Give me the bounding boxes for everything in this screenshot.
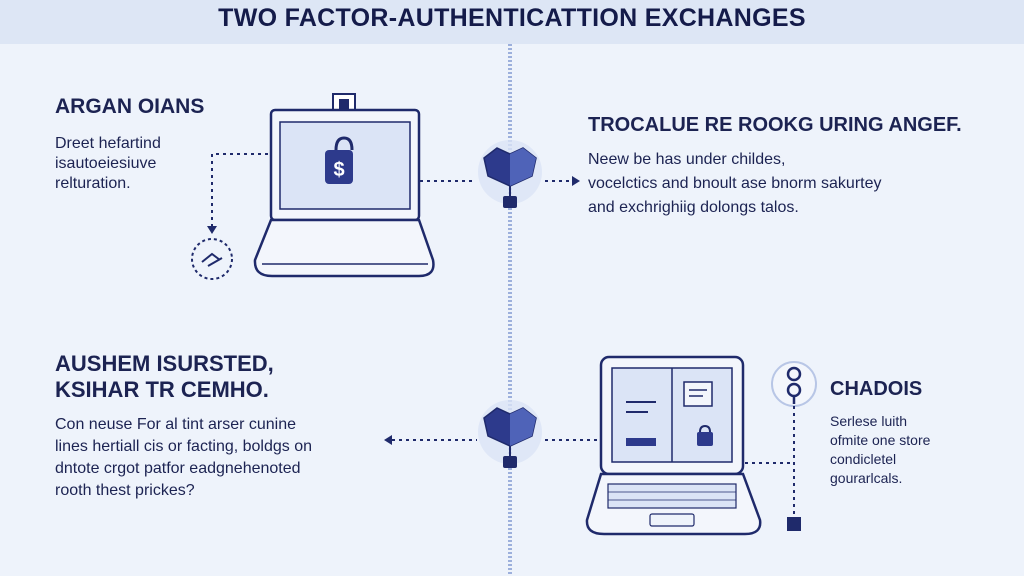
section-body-top-right: Neew be has under childes, vocelctics an…	[588, 151, 882, 216]
key-icon	[771, 361, 817, 407]
arrow-head-right	[572, 176, 580, 186]
key-circle-icon	[191, 238, 233, 280]
connector-top-left	[211, 153, 268, 228]
section-heading-bottom-left-line1: AUSHEM ISURSTED,	[55, 351, 274, 376]
title-band	[0, 0, 1024, 44]
laptop-icon-bottom	[585, 355, 762, 536]
section-heading-top-right: TROCALUE RE ROOKG URING ANGEF.	[588, 114, 962, 136]
page-title: TWO FACTOR-AUTHENTICATTION EXCHANGES	[218, 4, 806, 32]
section-body-bottom-left: Con neuse For al tint arser cunine lines…	[55, 416, 313, 499]
arrow-head-left	[384, 435, 392, 445]
section-heading-bottom-left-line2: KSIHAR TR CEMHO.	[55, 377, 269, 402]
arrow-head-down	[207, 226, 217, 234]
shield-lock-icon-top	[478, 140, 542, 208]
dollar-lock-icon: $	[325, 136, 354, 184]
endpoint-square	[787, 517, 801, 531]
section-heading-bottom-left: AUSHEM ISURSTED, KSIHAR TR CEMHO.	[55, 351, 274, 403]
shield-lock-icon-bottom	[478, 400, 542, 468]
svg-text:$: $	[333, 159, 344, 181]
section-heading-bottom-right: CHADOIS	[830, 378, 923, 400]
section-heading-top-left: ARGAN OIANS	[55, 95, 205, 118]
section-body-bottom-right: Serlese luith ofmite one store condiclet…	[830, 413, 931, 486]
section-body-top-left: Dreet hefartind isautoeiesiuve relturati…	[55, 135, 161, 192]
laptop-icon-top	[253, 93, 435, 278]
